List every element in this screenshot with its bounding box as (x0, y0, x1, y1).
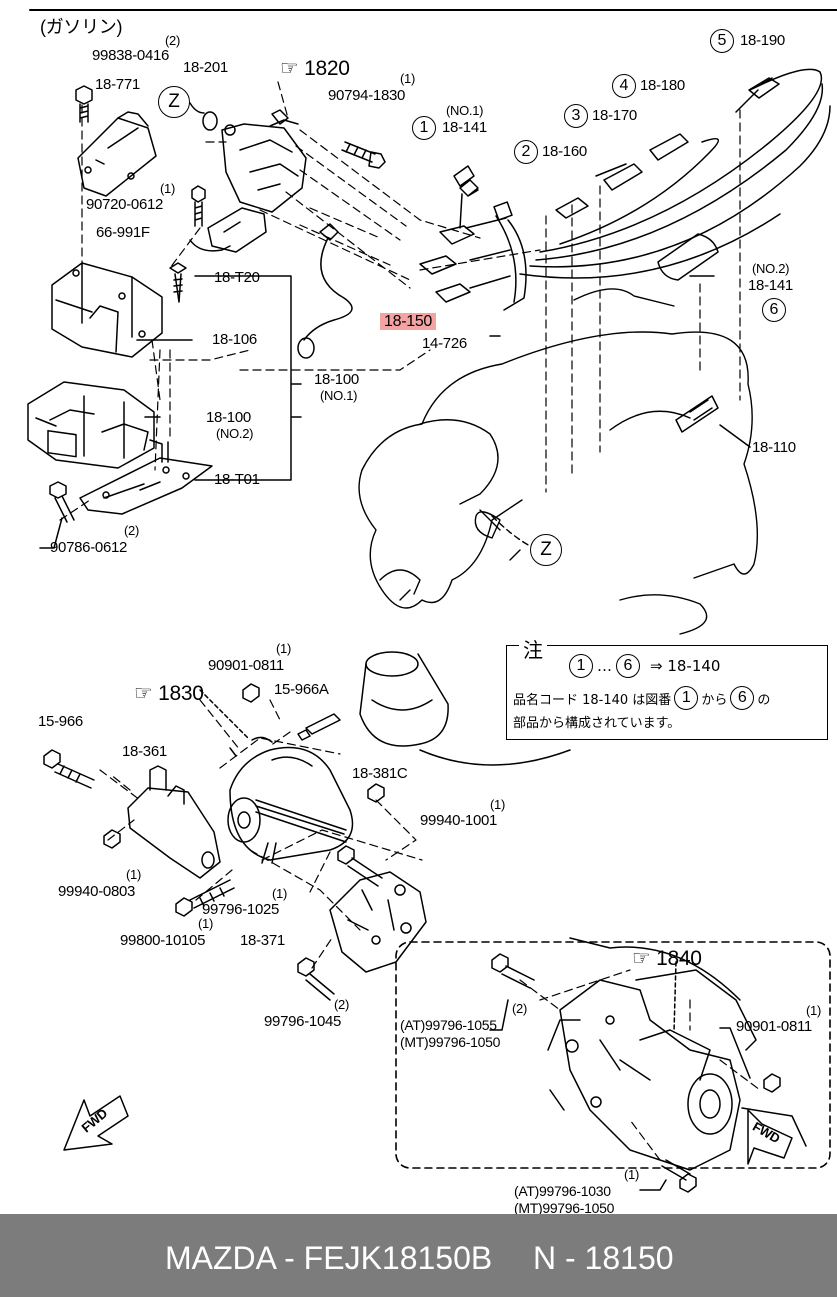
part-18-106[interactable]: 18-106 (212, 331, 257, 348)
part-90901-0811-a[interactable]: 90901-0811 (208, 657, 284, 674)
footer-bar: MAZDA - FEJK18150B N - 18150 (0, 1214, 837, 1297)
callout-6: 6 (762, 298, 786, 322)
qty-99796-1030: (1) (624, 1167, 639, 1182)
note-result: ⇒ 18-140 (650, 657, 721, 675)
part-18-170[interactable]: 18-170 (592, 107, 637, 124)
part-66-991F[interactable]: 66-991F (96, 224, 150, 241)
qty-99796-1055: (2) (512, 1001, 527, 1016)
note-line-3: 部品から構成されています。 (513, 716, 681, 731)
alternator-group (43, 651, 571, 1001)
note-callout-from: 1 (569, 654, 593, 678)
part-99940-0803[interactable]: 99940-0803 (58, 883, 136, 900)
note-line-1: 1 … 6 ⇒ 18-140 (569, 654, 720, 678)
note-line-2: 品名コード 18-140 は図番 1 から 6 の (513, 686, 770, 710)
header-note: (ガソリン) (40, 17, 123, 37)
pointing-hand-icon: ☞ (632, 947, 651, 970)
callout-2: 2 (514, 140, 538, 164)
part-90794-1830[interactable]: 90794-1830 (328, 87, 406, 104)
note-box: 注 1 … 6 ⇒ 18-140 品名コード 18-140 は図番 1 から 6… (506, 634, 828, 740)
part-18-141-no2[interactable]: 18-141 (748, 277, 793, 294)
coil-bracket-group (27, 81, 481, 549)
note-line-2-b: から (701, 692, 728, 708)
note-title: 注 (519, 634, 547, 663)
part-18-141-no1[interactable]: 18-141 (442, 119, 487, 136)
section-starter-ref: ☞ 1840 (632, 948, 702, 969)
callout-1: 1 (412, 116, 436, 140)
callout-z-engine: Z (530, 534, 562, 566)
diagram-drawing (27, 9, 837, 1193)
qty-99796-1045: (2) (334, 997, 349, 1012)
callout-4: 4 (612, 74, 636, 98)
part-mt-99796-1050-b[interactable]: (MT)99796-1050 (514, 1200, 615, 1216)
section-ignition-ref: ☞ 1820 (280, 58, 350, 79)
part-at-99796-1030[interactable]: (AT)99796-1030 (514, 1183, 611, 1199)
footer-part-number: MAZDA - FEJK18150B (165, 1240, 493, 1276)
note-line-2-callout-6: 6 (730, 686, 755, 710)
part-99940-1001[interactable]: 99940-1001 (420, 812, 498, 829)
part-18-190[interactable]: 18-190 (740, 32, 785, 49)
starter-group (395, 937, 831, 1193)
part-18-771[interactable]: 18-771 (95, 76, 140, 93)
part-18-141-no1-sub: (NO.1) (446, 103, 484, 118)
part-99796-1045[interactable]: 99796-1045 (264, 1013, 342, 1030)
part-99796-1025[interactable]: 99796-1025 (202, 901, 280, 918)
qty-99796-1025: (1) (272, 886, 287, 901)
part-18-100-no2[interactable]: 18-100 (206, 409, 251, 426)
part-14-726[interactable]: 14-726 (422, 335, 467, 352)
part-18-100-no1[interactable]: 18-100 (314, 371, 359, 388)
part-18-150-highlighted[interactable]: 18-150 (380, 313, 437, 330)
qty-90901-a: (1) (276, 641, 291, 656)
pointing-hand-icon: ☞ (134, 682, 153, 705)
starter-ref-number: 1840 (656, 947, 702, 970)
pointing-hand-icon: ☞ (280, 57, 299, 80)
part-18-160[interactable]: 18-160 (542, 143, 587, 160)
part-18-T01[interactable]: 18-T01 (214, 471, 260, 488)
qty-99800: (1) (198, 916, 213, 931)
callout-3: 3 (564, 104, 588, 128)
part-18-110[interactable]: 18-110 (752, 439, 796, 456)
part-18-381C[interactable]: 18-381C (352, 765, 408, 782)
qty-90720: (1) (160, 181, 175, 196)
part-18-150-label: 18-150 (380, 313, 437, 330)
part-90786-0612[interactable]: 90786-0612 (50, 539, 128, 556)
note-line-2-callout-1: 1 (674, 686, 699, 710)
part-18-100-no2-sub: (NO.2) (216, 426, 254, 441)
part-18-100-no1-sub: (NO.1) (320, 388, 358, 403)
qty-90786: (2) (124, 523, 139, 538)
part-15-966[interactable]: 15-966 (38, 713, 83, 730)
part-18-T20[interactable]: 18-T20 (214, 269, 260, 286)
part-99800-10105[interactable]: 99800-10105 (120, 932, 206, 949)
parts-diagram: (ガソリン) ☞ 1820 ☞ 1830 ☞ 1840 (2) 99838-04… (27, 9, 837, 1215)
part-18-371[interactable]: 18-371 (240, 932, 285, 949)
qty-99940-1001: (1) (490, 797, 505, 812)
alternator-ref-number: 1830 (158, 682, 204, 705)
part-18-361[interactable]: 18-361 (122, 743, 167, 760)
qty-99940-0803: (1) (126, 867, 141, 882)
section-alternator-ref: ☞ 1830 (134, 683, 204, 704)
callout-z-top: Z (158, 86, 190, 118)
fwd-arrows (63, 1095, 807, 1165)
callout-5: 5 (710, 29, 734, 53)
part-15-966A[interactable]: 15-966A (274, 681, 329, 698)
part-99838-0416[interactable]: 99838-0416 (92, 47, 170, 64)
note-callout-to: 6 (616, 654, 640, 678)
part-18-180[interactable]: 18-180 (640, 77, 685, 94)
ignition-ref-number: 1820 (304, 57, 350, 80)
note-line-2-c: の (757, 692, 771, 708)
part-mt-99796-1050-a[interactable]: (MT)99796-1050 (400, 1034, 501, 1050)
note-line-2-a: 品名コード 18-140 は図番 (513, 692, 672, 708)
part-90901-0811-b[interactable]: 90901-0811 (736, 1018, 812, 1035)
part-18-201[interactable]: 18-201 (183, 59, 228, 76)
part-90720-0612[interactable]: 90720-0612 (86, 196, 164, 213)
part-at-99796-1055[interactable]: (AT)99796-1055 (400, 1017, 497, 1033)
footer-diagram-code: N - 18150 (533, 1240, 674, 1276)
qty-90901-b: (1) (806, 1003, 821, 1018)
qty-99838: (2) (165, 33, 180, 48)
engine-outline (189, 102, 759, 635)
note-ellipsis: … (597, 657, 612, 675)
qty-90794: (1) (400, 71, 415, 86)
part-18-141-no2-sub: (NO.2) (752, 261, 790, 276)
